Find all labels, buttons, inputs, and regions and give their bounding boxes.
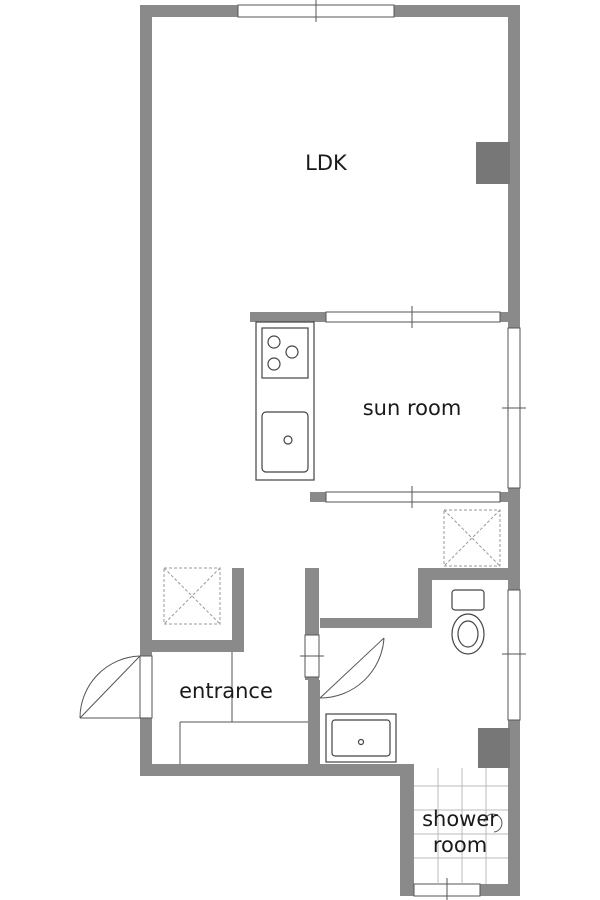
room-label-shower-line2: room — [433, 833, 487, 857]
entrance-step — [179, 652, 308, 764]
room-label-sun-room: sun room — [363, 396, 462, 420]
room-label-entrance: entrance — [179, 679, 273, 703]
kitchen-counter — [255, 321, 315, 481]
closet-sunroom — [443, 509, 501, 567]
room-label-shower-line1: shower — [422, 807, 498, 831]
room-label-ldk: LDK — [305, 151, 348, 175]
toilet — [451, 589, 485, 655]
washbasin — [325, 713, 397, 763]
entrance-door — [79, 655, 153, 719]
bath-door — [319, 637, 385, 699]
windows — [237, 0, 526, 900]
closet-ldk — [163, 567, 221, 625]
shower-tiles — [414, 768, 508, 884]
